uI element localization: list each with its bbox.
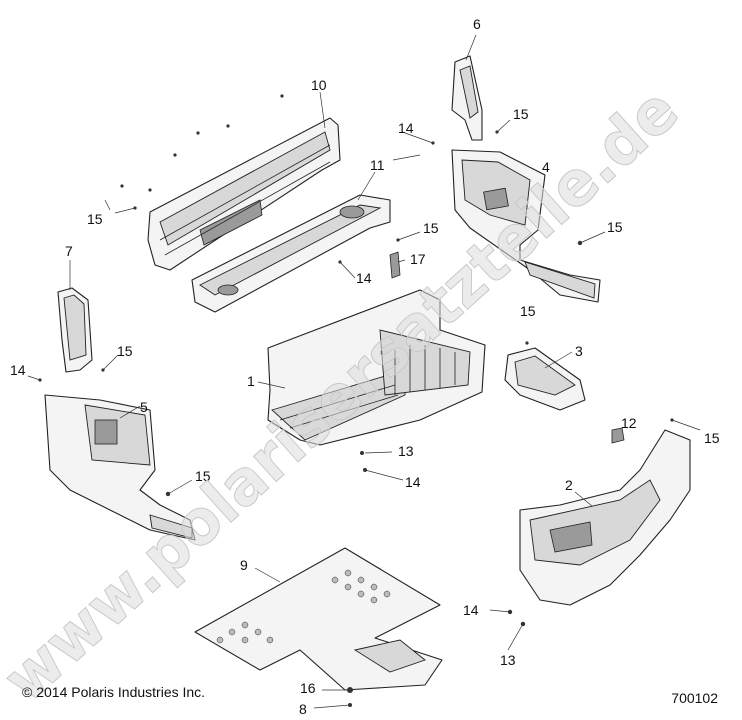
- part-6-upper-post: [451, 34, 483, 141]
- callout-14-c: 14: [10, 362, 26, 378]
- part-9-floor-plate: [194, 547, 443, 691]
- part-1-floor-tub: [257, 289, 486, 446]
- callout-15-g: 15: [195, 468, 211, 484]
- callout-15-c: 15: [423, 220, 439, 236]
- callout-labels: 1 2 3 4 5 6 7 8 9 10 11 12 13 13 14 14 1…: [10, 16, 720, 717]
- part-3-right-bracket: [504, 347, 586, 411]
- callout-5: 5: [140, 399, 148, 415]
- callout-14-a: 14: [398, 120, 414, 136]
- callout-14-e: 14: [463, 602, 479, 618]
- callout-7: 7: [65, 243, 73, 259]
- callout-15-f: 15: [520, 303, 536, 319]
- callout-3: 3: [575, 343, 583, 359]
- callout-13-upper: 13: [398, 443, 414, 459]
- part-4-right-side-panel: [451, 149, 601, 303]
- callout-4: 4: [542, 159, 550, 175]
- callout-16: 16: [300, 680, 316, 696]
- part-5-left-side-panel: [44, 394, 196, 541]
- callout-6: 6: [473, 16, 481, 32]
- part-2-right-rear-panel: [519, 429, 691, 606]
- callout-13-lower: 13: [500, 652, 516, 668]
- copyright-text: © 2014 Polaris Industries Inc.: [22, 684, 206, 700]
- diagram-code: 700102: [671, 690, 718, 706]
- part-12-clip: [611, 427, 625, 444]
- callout-15-a: 15: [513, 106, 529, 122]
- callout-8: 8: [299, 701, 307, 717]
- part-10-rear-panel: [147, 91, 341, 271]
- callout-15-b: 15: [87, 211, 103, 227]
- callout-1: 1: [247, 373, 255, 389]
- callout-14-d: 14: [405, 474, 421, 490]
- callout-17: 17: [410, 251, 426, 267]
- callout-9: 9: [240, 557, 248, 573]
- callout-10: 10: [311, 77, 327, 93]
- callout-15-e: 15: [117, 343, 133, 359]
- callout-14-b: 14: [356, 270, 372, 286]
- part-17-bracket: [389, 251, 401, 279]
- part-11-rear-crossmember: [191, 171, 391, 313]
- callout-11: 11: [370, 157, 385, 173]
- callout-15-h: 15: [704, 430, 720, 446]
- callout-12: 12: [621, 415, 637, 431]
- callout-15-d: 15: [607, 219, 623, 235]
- callout-2: 2: [565, 477, 573, 493]
- hardware-leader-lines: [27, 119, 701, 709]
- part-7-left-post: [57, 260, 93, 373]
